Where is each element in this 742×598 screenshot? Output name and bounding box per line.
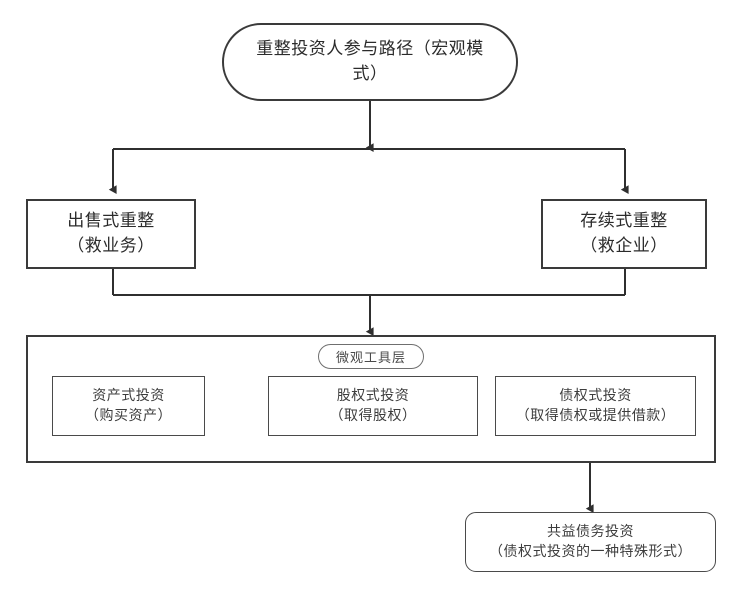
node-sale-type-restructuring[interactable]: 出售式重整 （救业务） — [26, 199, 196, 269]
connector-bus-split — [108, 148, 629, 194]
node-root-label: 重整投资人参与路径（宏观模 式） — [256, 39, 484, 84]
node-debt-investment[interactable]: 债权式投资 （取得债权或提供借款） — [495, 376, 696, 436]
node-asset-investment-label: 资产式投资 （购买资产） — [85, 387, 172, 424]
node-equity-investment-label: 股权式投资 （取得股权） — [329, 387, 417, 424]
node-common-benefit-debt-label: 共益债务投资 （债权式投资的一种特殊形式） — [489, 523, 692, 560]
node-common-benefit-debt-investment[interactable]: 共益债务投资 （债权式投资的一种特殊形式） — [465, 512, 716, 572]
node-root-macro-path[interactable]: 重整投资人参与路径（宏观模 式） — [222, 23, 518, 101]
node-equity-investment[interactable]: 股权式投资 （取得股权） — [268, 376, 478, 436]
node-going-concern-label: 存续式重整 （救企业） — [580, 211, 668, 256]
node-asset-investment[interactable]: 资产式投资 （购买资产） — [52, 376, 205, 436]
node-debt-investment-label: 债权式投资 （取得债权或提供借款） — [515, 387, 676, 424]
connector-level2-merge — [112, 269, 626, 336]
micro-tool-layer-pill: 微观工具层 — [318, 344, 424, 369]
micro-tool-layer-pill-label: 微观工具层 — [335, 351, 406, 366]
node-going-concern-restructuring[interactable]: 存续式重整 （救企业） — [541, 199, 707, 269]
node-sale-type-label: 出售式重整 （救业务） — [67, 211, 155, 256]
